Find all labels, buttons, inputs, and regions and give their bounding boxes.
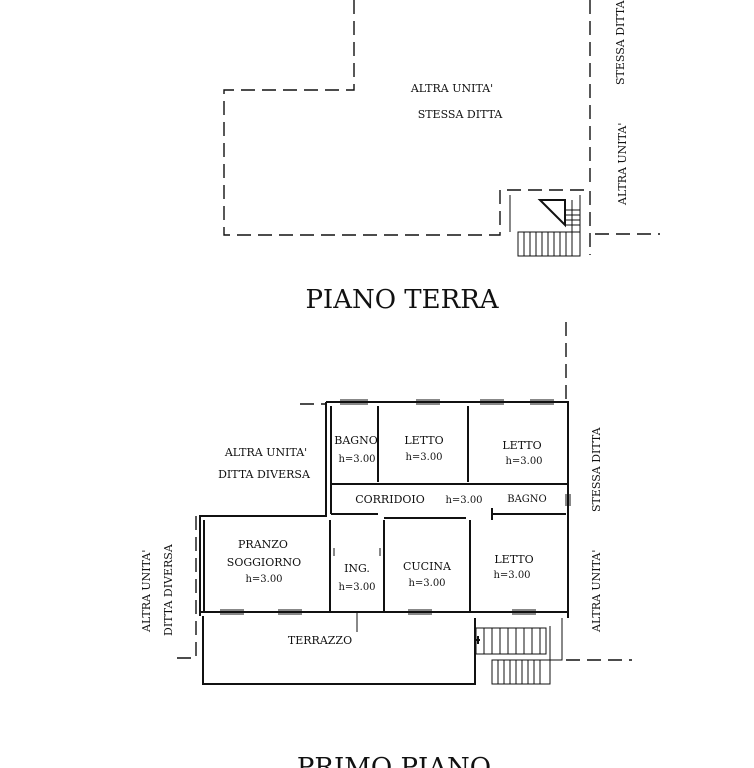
ground-floor-title: PIANO TERRA <box>305 285 499 315</box>
ground-altra-unita-label: ALTRA UNITA' <box>410 82 493 95</box>
ground-side-stessa-ditta-label: STESSA DITTA <box>614 0 627 85</box>
first-ditta-diversa-label: DITTA DIVERSA <box>218 468 311 481</box>
room-letto-2-height: h=3.00 <box>505 456 542 467</box>
first-walls <box>199 399 571 632</box>
room-cucina-height: h=3.00 <box>408 578 445 589</box>
first-left-ditta-diversa-label: DITTA DIVERSA <box>162 543 175 636</box>
ground-floor-plan: ALTRA UNITA' STESSA DITTA STESSA DITTA A… <box>223 0 660 315</box>
ground-side-altra-unita-label: ALTRA UNITA' <box>616 123 629 206</box>
first-altra-unita-label: ALTRA UNITA' <box>224 446 307 459</box>
room-corridoio-name: CORRIDOIO <box>355 493 425 506</box>
first-stair <box>475 618 563 685</box>
room-bagno-1-height: h=3.00 <box>338 454 375 465</box>
ground-other-unit-outline <box>223 0 591 255</box>
room-letto-1-name: LETTO <box>404 434 443 447</box>
first-floor-title: PRIMO PIANO <box>297 753 491 768</box>
terrace-outline <box>202 616 476 685</box>
room-soggiorno-name: SOGGIORNO <box>227 556 301 569</box>
room-ing-height: h=3.00 <box>338 582 375 593</box>
first-left-altra-unita-label: ALTRA UNITA' <box>140 550 153 633</box>
room-bagno-1-name: BAGNO <box>334 434 377 447</box>
room-terrazzo-name: TERRAZZO <box>288 634 352 647</box>
room-letto-1-height: h=3.00 <box>405 452 442 463</box>
ground-stair <box>509 195 581 257</box>
ground-stessa-ditta-label: STESSA DITTA <box>418 108 504 121</box>
room-pranzo-name: PRANZO <box>238 538 288 551</box>
room-letto-2-name: LETTO <box>502 439 541 452</box>
first-floor-plan: ALTRA UNITA' DITTA DIVERSA ALTRA UNITA' … <box>140 322 632 768</box>
room-ing-name: ING. <box>344 562 370 575</box>
room-pranzo-height: h=3.00 <box>245 574 282 585</box>
room-cucina-name: CUCINA <box>403 560 452 573</box>
first-left-boundary <box>170 516 197 659</box>
room-corridoio-height: h=3.00 <box>445 495 482 506</box>
room-letto-3-name: LETTO <box>494 553 533 566</box>
first-right-altra-unita-label: ALTRA UNITA' <box>590 550 603 633</box>
room-letto-3-height: h=3.00 <box>493 570 530 581</box>
room-bagno-2-name: BAGNO <box>507 494 547 505</box>
first-right-stessa-ditta-label: STESSA DITTA <box>590 426 603 512</box>
